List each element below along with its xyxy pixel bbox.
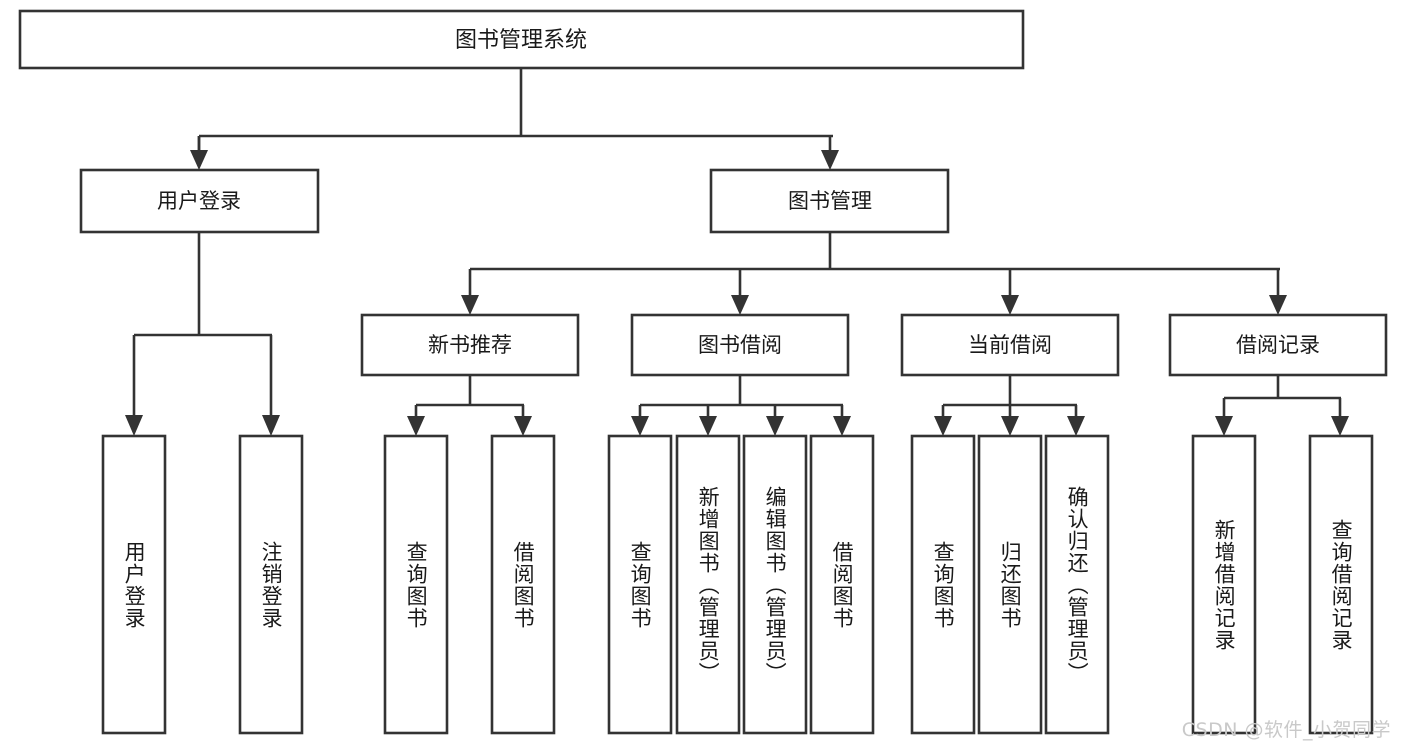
- leaf-node-currentborrow-query[interactable]: [910, 434, 976, 735]
- leaf-node-borrowrecord-query[interactable]: [1308, 434, 1374, 735]
- node-book-borrow-label: 图书借阅: [698, 333, 782, 357]
- node-root-label: 图书管理系统: [455, 28, 587, 53]
- node-new-book-recommend[interactable]: 新书推荐: [360, 313, 580, 377]
- node-current-borrow[interactable]: 当前借阅: [900, 313, 1120, 377]
- node-current-borrow-label: 当前借阅: [968, 333, 1052, 357]
- connector-root-to-level2: [190, 68, 839, 170]
- connector-bookborrow-to-leaves: [631, 375, 851, 436]
- node-user-login[interactable]: 用户登录: [79, 168, 320, 234]
- leaf-node-currentborrow-confirm[interactable]: [1044, 434, 1110, 735]
- watermark-text: CSDN @软件_小贺同学: [1181, 719, 1391, 741]
- connector-currentborrow-to-leaves: [934, 375, 1085, 436]
- node-book-borrow[interactable]: 图书借阅: [630, 313, 850, 377]
- leaf-node-newbook-query[interactable]: [383, 434, 449, 735]
- leaf-node-bookborrow-borrow[interactable]: [809, 434, 875, 735]
- leaf-node-bookborrow-edit[interactable]: [742, 434, 808, 735]
- leaf-node-user-login-login[interactable]: [101, 434, 167, 735]
- leaf-node-newbook-borrow[interactable]: [490, 434, 556, 735]
- node-borrow-record[interactable]: 借阅记录: [1168, 313, 1388, 377]
- leaf-node-bookborrow-query[interactable]: [607, 434, 673, 735]
- leaf-node-user-login-logout[interactable]: [238, 434, 304, 735]
- connector-bookmgmt-to-level3: [461, 232, 1287, 315]
- node-book-management[interactable]: 图书管理: [709, 168, 950, 234]
- leaf-node-currentborrow-return[interactable]: [977, 434, 1043, 735]
- node-root[interactable]: 图书管理系统: [18, 9, 1025, 70]
- node-book-management-label: 图书管理: [788, 189, 872, 213]
- leaf-node-bookborrow-add[interactable]: [675, 434, 741, 735]
- node-new-book-recommend-label: 新书推荐: [428, 333, 512, 357]
- leaf-node-borrowrecord-add[interactable]: [1191, 434, 1257, 735]
- connector-borrowrecord-to-leaves: [1215, 375, 1349, 436]
- connector-userlogin-to-leaves: [125, 232, 280, 436]
- connector-newbook-to-leaves: [407, 375, 532, 436]
- node-borrow-record-label: 借阅记录: [1236, 333, 1320, 357]
- node-user-login-label: 用户登录: [157, 189, 241, 213]
